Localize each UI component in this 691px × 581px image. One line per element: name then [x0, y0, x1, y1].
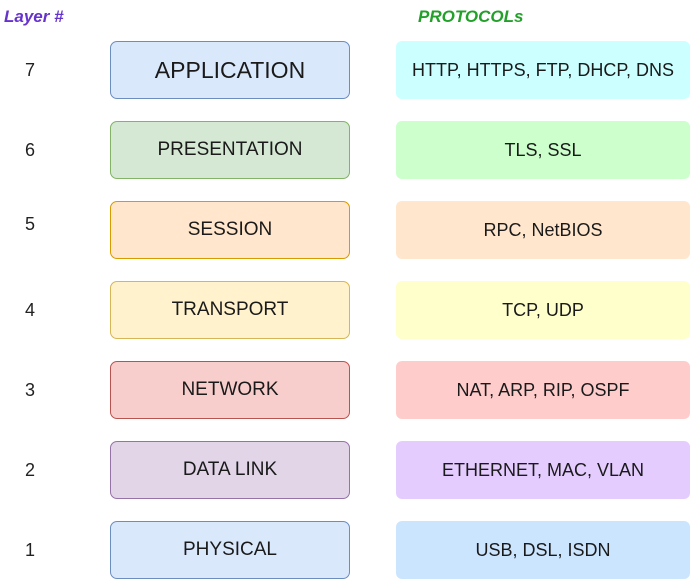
protocols-box: RPC, NetBIOS — [396, 201, 690, 259]
osi-layer-row: 1 PHYSICAL USB, DSL, ISDN — [0, 521, 691, 581]
layer-name-box: NETWORK — [110, 361, 350, 419]
protocols-box: HTTP, HTTPS, FTP, DHCP, DNS — [396, 41, 690, 99]
layer-name-box: SESSION — [110, 201, 350, 259]
osi-layer-row: 6 PRESENTATION TLS, SSL — [0, 121, 691, 181]
protocols-box: NAT, ARP, RIP, OSPF — [396, 361, 690, 419]
osi-layer-row: 4 TRANSPORT TCP, UDP — [0, 281, 691, 341]
osi-layer-row: 5 SESSION RPC, NetBIOS — [0, 201, 691, 261]
layer-number: 3 — [24, 380, 35, 400]
layer-number: 5 — [24, 214, 35, 234]
protocols-box: TLS, SSL — [396, 121, 690, 179]
layer-name-box: PRESENTATION — [110, 121, 350, 179]
osi-layer-row: 7 APPLICATION HTTP, HTTPS, FTP, DHCP, DNS — [0, 41, 691, 101]
protocols-box: USB, DSL, ISDN — [396, 521, 690, 579]
layer-number: 7 — [24, 60, 35, 80]
layer-name-box: PHYSICAL — [110, 521, 350, 579]
layer-name-box: APPLICATION — [110, 41, 350, 99]
layer-number: 2 — [24, 460, 35, 480]
protocols-box: ETHERNET, MAC, VLAN — [396, 441, 690, 499]
layer-number: 6 — [24, 140, 35, 160]
osi-layer-row: 2 DATA LINK ETHERNET, MAC, VLAN — [0, 441, 691, 501]
layer-number-header: Layer # — [4, 7, 64, 26]
protocols-header: PROTOCOLs — [418, 7, 524, 26]
osi-layer-row: 3 NETWORK NAT, ARP, RIP, OSPF — [0, 361, 691, 421]
layer-number: 4 — [24, 300, 35, 320]
protocols-box: TCP, UDP — [396, 281, 690, 339]
layer-number: 1 — [24, 540, 35, 560]
layer-name-box: DATA LINK — [110, 441, 350, 499]
layer-name-box: TRANSPORT — [110, 281, 350, 339]
